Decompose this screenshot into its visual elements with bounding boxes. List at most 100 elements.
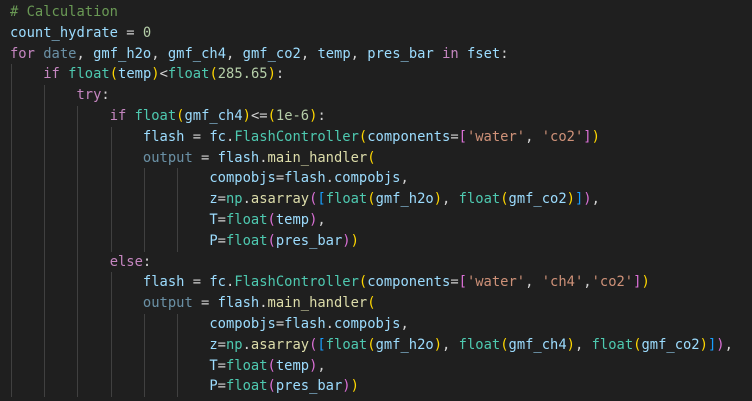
indent-guide	[177, 376, 179, 398]
code-token: ]	[583, 128, 592, 145]
code-token: pres_bar	[275, 232, 343, 249]
indent-guide	[44, 85, 46, 106]
code-token: [	[458, 274, 467, 291]
code-line[interactable]: else:	[0, 251, 752, 273]
code-token: =	[450, 128, 459, 145]
indent-guide	[11, 293, 12, 314]
code-token: (	[367, 336, 376, 353]
code-token: =	[217, 191, 226, 208]
indent-guide	[110, 293, 112, 314]
code-token: 'ch4'	[541, 274, 584, 291]
code-token: )	[309, 107, 318, 124]
indent-guide	[44, 126, 46, 148]
indent-guide	[110, 313, 112, 335]
code-token: ,	[317, 357, 326, 374]
code-token: .	[259, 295, 268, 312]
code-line[interactable]: P=float(pres_bar))	[0, 230, 752, 252]
indent-guide	[110, 147, 112, 169]
code-token: )	[242, 107, 251, 124]
code-line[interactable]: flash = fc.FlashController(components=['…	[0, 126, 752, 148]
indent-guide	[77, 147, 79, 169]
code-line[interactable]: if float(temp)<float(285.65):	[0, 64, 752, 86]
code-line[interactable]: compobjs=flash.compobjs,	[0, 168, 752, 190]
code-line[interactable]: T=float(temp),	[0, 355, 752, 377]
indent-guide	[44, 355, 46, 377]
code-token: )	[433, 336, 443, 353]
code-line[interactable]: compobjs=flash.compobjs,	[0, 313, 752, 335]
code-line[interactable]: # Calculation	[0, 2, 752, 23]
code-token: ,	[442, 336, 459, 353]
code-token: (	[109, 66, 119, 83]
indent-guide	[11, 168, 12, 190]
indent-guide	[44, 189, 46, 210]
code-token: (	[367, 295, 376, 312]
code-token: gmf_ch4	[184, 107, 243, 124]
code-token: ,	[151, 45, 168, 62]
code-token: P	[209, 232, 218, 249]
code-token: <	[159, 66, 168, 83]
code-token: .	[226, 274, 235, 291]
code-line[interactable]: output = flash.main_handler(	[0, 293, 752, 314]
code-line[interactable]: output = flash.main_handler(	[0, 147, 752, 169]
code-token: )	[350, 232, 359, 249]
code-token: if	[43, 66, 60, 83]
code-token: fc	[209, 274, 226, 291]
code-token: z	[209, 191, 218, 208]
code-token: 'co2'	[541, 128, 584, 145]
code-token: flash	[142, 274, 185, 291]
code-token: ,	[400, 170, 409, 187]
indent-guide	[177, 189, 179, 210]
indent-guide	[110, 230, 112, 252]
code-token: )	[342, 232, 351, 249]
code-token: np	[225, 191, 243, 208]
code-token: )	[309, 211, 318, 228]
code-line[interactable]: count_hydrate = 0	[0, 23, 752, 44]
code-token: gmf_h2o	[375, 191, 434, 208]
code-token: temp	[275, 357, 310, 374]
code-token: gmf_ch4	[167, 45, 227, 62]
code-token: asarray	[250, 336, 310, 353]
indent-guide	[77, 334, 79, 356]
code-token: ,	[724, 336, 733, 353]
code-token: ,	[300, 45, 318, 62]
code-line[interactable]: for date, gmf_h2o, gmf_ch4, gmf_co2, tem…	[0, 44, 752, 65]
code-line[interactable]: try:	[0, 85, 752, 106]
code-token: (	[500, 191, 509, 208]
code-token: try	[76, 87, 102, 104]
code-token: (	[500, 336, 509, 353]
code-token: [	[458, 128, 467, 145]
indent-guide	[11, 355, 12, 377]
code-token	[434, 46, 442, 62]
code-token: .	[325, 170, 334, 187]
code-line[interactable]: P=float(pres_bar))	[0, 376, 752, 398]
indent-guide	[44, 251, 46, 273]
code-token: ,	[574, 336, 592, 353]
code-token: (	[367, 149, 376, 166]
indent-guide	[11, 334, 12, 356]
code-token: )	[433, 191, 443, 208]
code-line[interactable]: z=np.asarray([float(gmf_h2o), float(gmf_…	[0, 334, 752, 356]
code-token: pres_bar	[275, 378, 343, 395]
code-token: )	[566, 191, 575, 208]
code-line[interactable]: if float(gmf_ch4)<=(1e-6):	[0, 105, 752, 127]
code-token: fc	[209, 128, 226, 145]
code-line[interactable]: z=np.asarray([float(gmf_h2o), float(gmf_…	[0, 189, 752, 210]
indent-guide	[44, 105, 46, 127]
code-token: )	[641, 274, 650, 291]
code-token: compobjs	[209, 315, 276, 332]
indent-guide	[177, 230, 179, 252]
code-line[interactable]: flash = fc.FlashController(components=['…	[0, 272, 752, 294]
code-token: ,	[525, 128, 542, 145]
code-token: ]	[574, 191, 584, 208]
indent-guide	[77, 355, 79, 377]
code-token: P	[209, 378, 218, 395]
code-token: temp	[118, 66, 152, 83]
code-token: float	[225, 378, 268, 395]
code-line[interactable]: T=float(temp),	[0, 209, 752, 231]
code-token: =	[117, 24, 143, 41]
indent-guide	[44, 209, 46, 231]
code-token: ,	[226, 45, 243, 62]
code-token	[126, 108, 134, 124]
code-token: 0	[142, 24, 152, 41]
